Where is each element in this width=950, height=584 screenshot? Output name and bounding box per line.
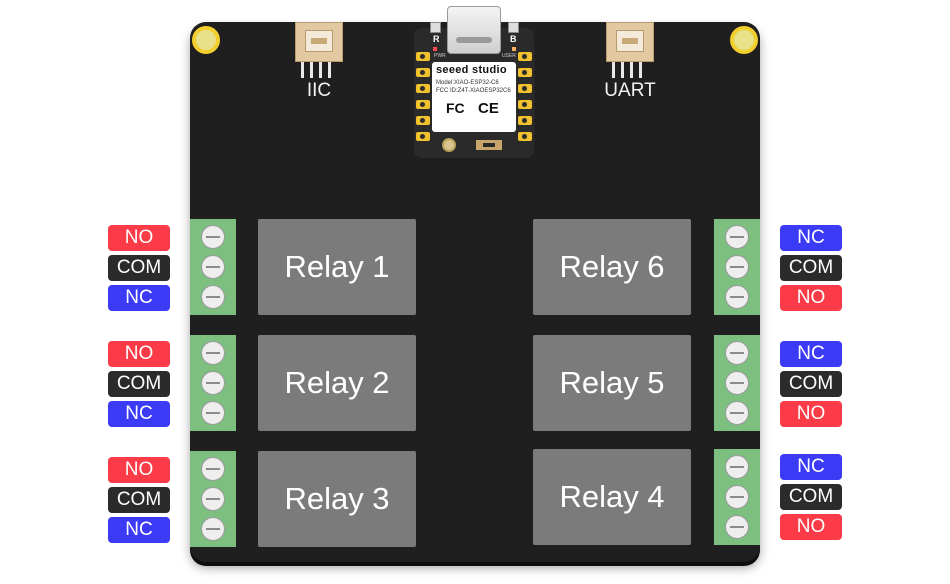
left-label-3-2: COM [108, 487, 170, 513]
boot-button-icon [508, 22, 519, 33]
screw-terminal-icon [201, 457, 225, 481]
rf-shield [432, 62, 516, 132]
pin-pad-icon [518, 52, 532, 61]
r-label: R [433, 34, 440, 44]
screw-terminal-icon [201, 285, 225, 309]
component-icon [476, 140, 502, 150]
relay-2-label: Relay 2 [284, 365, 390, 400]
left-label-3-3: NC [108, 517, 170, 543]
pin-pad-icon [416, 116, 430, 125]
right-label-1-1: NC [780, 225, 842, 251]
screw-terminal-icon [725, 485, 749, 509]
pin-pad-icon [518, 132, 532, 141]
relay-3: Relay 3 [258, 451, 416, 547]
antenna-connector-icon [442, 138, 456, 152]
left-label-2-1: NO [108, 341, 170, 367]
pin-pad-icon [518, 84, 532, 93]
terminal-block-relay-2 [190, 335, 236, 431]
pin-pad-icon [518, 116, 532, 125]
screw-terminal-icon [725, 225, 749, 249]
relay-5: Relay 5 [533, 335, 691, 431]
terminal-block-relay-1 [190, 219, 236, 315]
usb-c-port-icon [447, 6, 501, 54]
pwr-led-icon [433, 47, 437, 51]
relay-4: Relay 4 [533, 449, 691, 545]
uart-connector-icon [602, 22, 658, 80]
mounting-hole-icon [730, 26, 758, 54]
screw-terminal-icon [725, 515, 749, 539]
terminal-block-relay-6 [714, 219, 760, 315]
screw-terminal-icon [201, 487, 225, 511]
screw-terminal-icon [201, 341, 225, 365]
screw-terminal-icon [725, 401, 749, 425]
terminal-block-relay-5 [714, 335, 760, 431]
relay-3-label: Relay 3 [284, 481, 390, 516]
left-label-1-3: NC [108, 285, 170, 311]
pin-pad-icon [416, 84, 430, 93]
pin-pad-icon [416, 100, 430, 109]
user-led-icon [512, 47, 516, 51]
left-label-2-3: NC [108, 401, 170, 427]
relay-6-label: Relay 6 [559, 249, 665, 284]
relay-4-label: Relay 4 [559, 479, 665, 514]
right-label-1-2: COM [780, 255, 842, 281]
relay-1: Relay 1 [258, 219, 416, 315]
model-text: Model:XIAO-ESP32-C6 [436, 80, 499, 86]
right-label-2-2: COM [780, 371, 842, 397]
relay-6: Relay 6 [533, 219, 691, 315]
right-label-3-2: COM [780, 484, 842, 510]
screw-terminal-icon [725, 455, 749, 479]
left-label-1-2: COM [108, 255, 170, 281]
left-label-3-1: NO [108, 457, 170, 483]
right-label-3-1: NC [780, 454, 842, 480]
pwr-label: PWR [434, 53, 446, 59]
pin-pad-icon [416, 68, 430, 77]
screw-terminal-icon [725, 285, 749, 309]
mounting-hole-icon [192, 26, 220, 54]
screw-terminal-icon [725, 341, 749, 365]
screw-terminal-icon [201, 255, 225, 279]
pin-pad-icon [416, 132, 430, 141]
seeed-logo: seeed studio [436, 64, 507, 76]
relay-5-label: Relay 5 [559, 365, 665, 400]
screw-terminal-icon [201, 517, 225, 541]
screw-terminal-icon [725, 371, 749, 395]
right-label-3-3: NO [780, 514, 842, 540]
user-label: USER [502, 53, 516, 59]
pin-pad-icon [416, 52, 430, 61]
uart-label: UART [604, 80, 656, 101]
right-label-2-3: NO [780, 401, 842, 427]
iic-connector-icon [291, 22, 347, 80]
fcc-text: FCC ID:Z4T-XIAOESP32C6 [436, 88, 511, 94]
terminal-block-relay-3 [190, 451, 236, 547]
screw-terminal-icon [201, 225, 225, 249]
left-label-2-2: COM [108, 371, 170, 397]
relay-1-label: Relay 1 [284, 249, 390, 284]
screw-terminal-icon [201, 371, 225, 395]
right-label-2-1: NC [780, 341, 842, 367]
screw-terminal-icon [201, 401, 225, 425]
fc-mark-icon: FC [446, 100, 465, 116]
right-label-1-3: NO [780, 285, 842, 311]
pin-pad-icon [518, 100, 532, 109]
terminal-block-relay-4 [714, 449, 760, 545]
pin-pad-icon [518, 68, 532, 77]
left-label-1-1: NO [108, 225, 170, 251]
ce-mark-icon: CE [478, 100, 499, 117]
relay-2: Relay 2 [258, 335, 416, 431]
reset-button-icon [430, 22, 441, 33]
iic-label: IIC [306, 80, 332, 101]
b-label: B [510, 34, 517, 44]
screw-terminal-icon [725, 255, 749, 279]
